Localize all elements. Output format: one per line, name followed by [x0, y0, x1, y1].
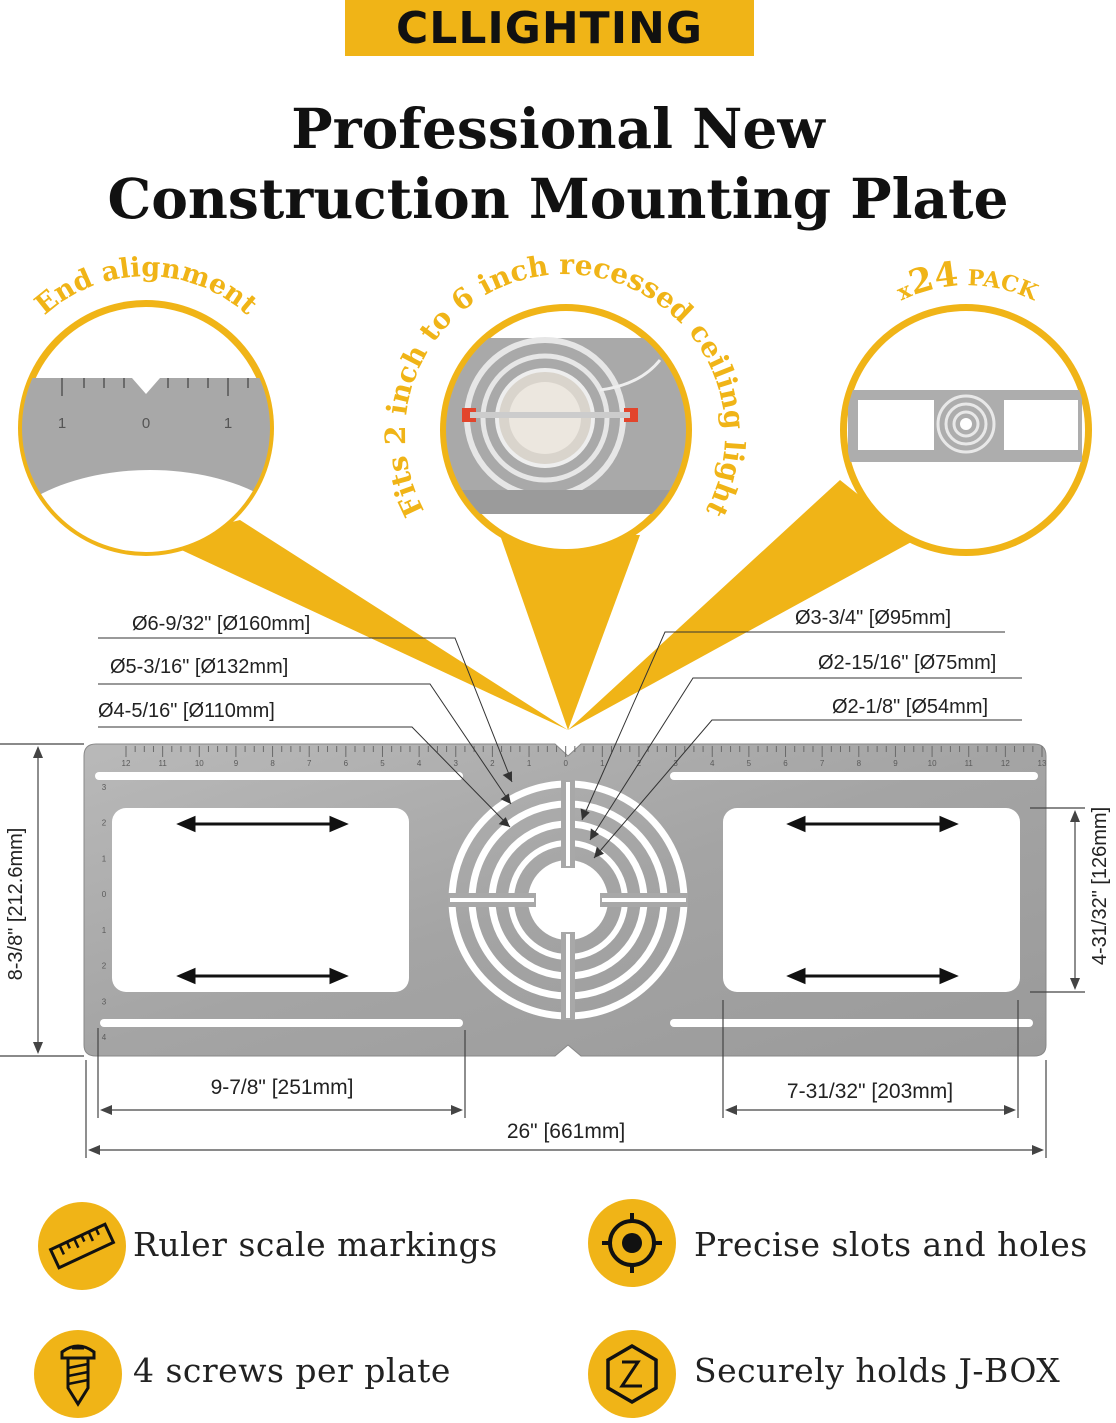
plate-side-ruler-label: 4	[102, 1033, 107, 1042]
dimension-lines	[0, 743, 1085, 1158]
plate-side-ruler-label: 1	[102, 926, 107, 935]
plate-ruler-label: 6	[344, 759, 349, 768]
feature-jbox	[588, 1330, 676, 1418]
dim-right-width: 7-31/32" [203mm]	[787, 1080, 953, 1103]
plate-ruler-label: 2	[637, 759, 642, 768]
plate-ruler-label: 12	[1001, 759, 1010, 768]
feature-ruler	[38, 1202, 126, 1290]
feature-label: Securely holds J-BOX	[694, 1351, 1061, 1390]
target-icon	[602, 1213, 662, 1273]
feature-target	[588, 1199, 676, 1287]
dim-54: Ø2-1/8" [Ø54mm]	[832, 696, 988, 718]
plate-ruler-label: 5	[380, 759, 385, 768]
plate-ruler-label: 1	[527, 759, 532, 768]
plate-ruler-label: 10	[195, 759, 204, 768]
plate-ruler-label: 2	[490, 759, 495, 768]
callout-beam-center	[500, 535, 640, 730]
callout-beam-right	[568, 480, 915, 730]
dimension-leaders	[98, 631, 1022, 859]
ruler-zoom-tick: 1	[224, 415, 232, 432]
plate-ruler-label: 7	[820, 759, 825, 768]
plate-ruler-label: 8	[857, 759, 862, 768]
plate-ruler-label: 3	[673, 759, 678, 768]
headline-line-2: Construction Mounting Plate	[107, 166, 1009, 231]
feature-label: Precise slots and holes	[694, 1225, 1088, 1264]
plate-ruler-label: 7	[307, 759, 312, 768]
plate-ruler-label: 9	[234, 759, 239, 768]
dim-left-width: 9-7/8" [251mm]	[211, 1076, 354, 1099]
plate-ruler-label: 1	[600, 759, 605, 768]
feature-label: Ruler scale markings	[133, 1225, 498, 1264]
plate-ruler-label: 0	[563, 759, 568, 768]
brand-banner: CLLIGHTING	[345, 0, 754, 56]
dim-95: Ø3-3/4" [Ø95mm]	[795, 607, 951, 629]
zoom-circle-end-alignment: 1 0 1 End alignment	[18, 252, 274, 556]
plate-ruler-label: 8	[270, 759, 275, 768]
callout-beam-left	[160, 520, 568, 730]
plate-side-ruler-label: 3	[102, 783, 107, 792]
plate-ruler-label: 11	[158, 759, 167, 768]
screw-icon	[60, 1344, 96, 1407]
plate-ruler-label: 4	[417, 759, 422, 768]
plate-side-ruler-label: 3	[102, 997, 107, 1006]
plate-ruler-label: 6	[783, 759, 788, 768]
headline-line-1: Professional New	[291, 96, 825, 161]
plate-ruler-label: 11	[965, 759, 974, 768]
plate-ruler-label: 5	[747, 759, 752, 768]
dim-160: Ø6-9/32" [Ø160mm]	[132, 613, 310, 635]
plate-side-ruler-label: 0	[102, 890, 107, 899]
zoom-circle-recessed-light: Fits 2 inch to 6 inch recessed ceiling l…	[379, 248, 751, 556]
dim-132: Ø5-3/16" [Ø132mm]	[110, 656, 288, 678]
feature-screw	[34, 1330, 122, 1418]
plate-ruler-label: 10	[928, 759, 937, 768]
plate-side-ruler-label: 1	[102, 854, 107, 863]
dim-window-height: 4-31/32" [126mm]	[1089, 807, 1111, 965]
ruler-zoom-tick: 1	[58, 415, 66, 432]
plate-side-ruler-label: 2	[102, 819, 107, 828]
dim-110: Ø4-5/16" [Ø110mm]	[98, 700, 275, 722]
plate-side-ruler-label: 2	[102, 962, 107, 971]
dim-height: 8-3/8" [212.6mm]	[5, 828, 27, 981]
ruler-icon	[48, 1222, 116, 1270]
plate-ruler-label: 12	[122, 759, 131, 768]
feature-label: 4 screws per plate	[133, 1351, 451, 1390]
plate-ruler-label: 13	[1038, 759, 1047, 768]
plate-ruler-label: 9	[893, 759, 898, 768]
brand-name: CLLIGHTING	[396, 2, 703, 54]
plate-ruler-label: 4	[710, 759, 715, 768]
plate-ruler-label: 3	[454, 759, 459, 768]
dim-75: Ø2-15/16" [Ø75mm]	[818, 652, 996, 674]
hexagon-icon	[606, 1343, 658, 1405]
dim-total-width: 26" [661mm]	[507, 1120, 625, 1143]
ruler-zoom-tick: 0	[142, 415, 150, 432]
